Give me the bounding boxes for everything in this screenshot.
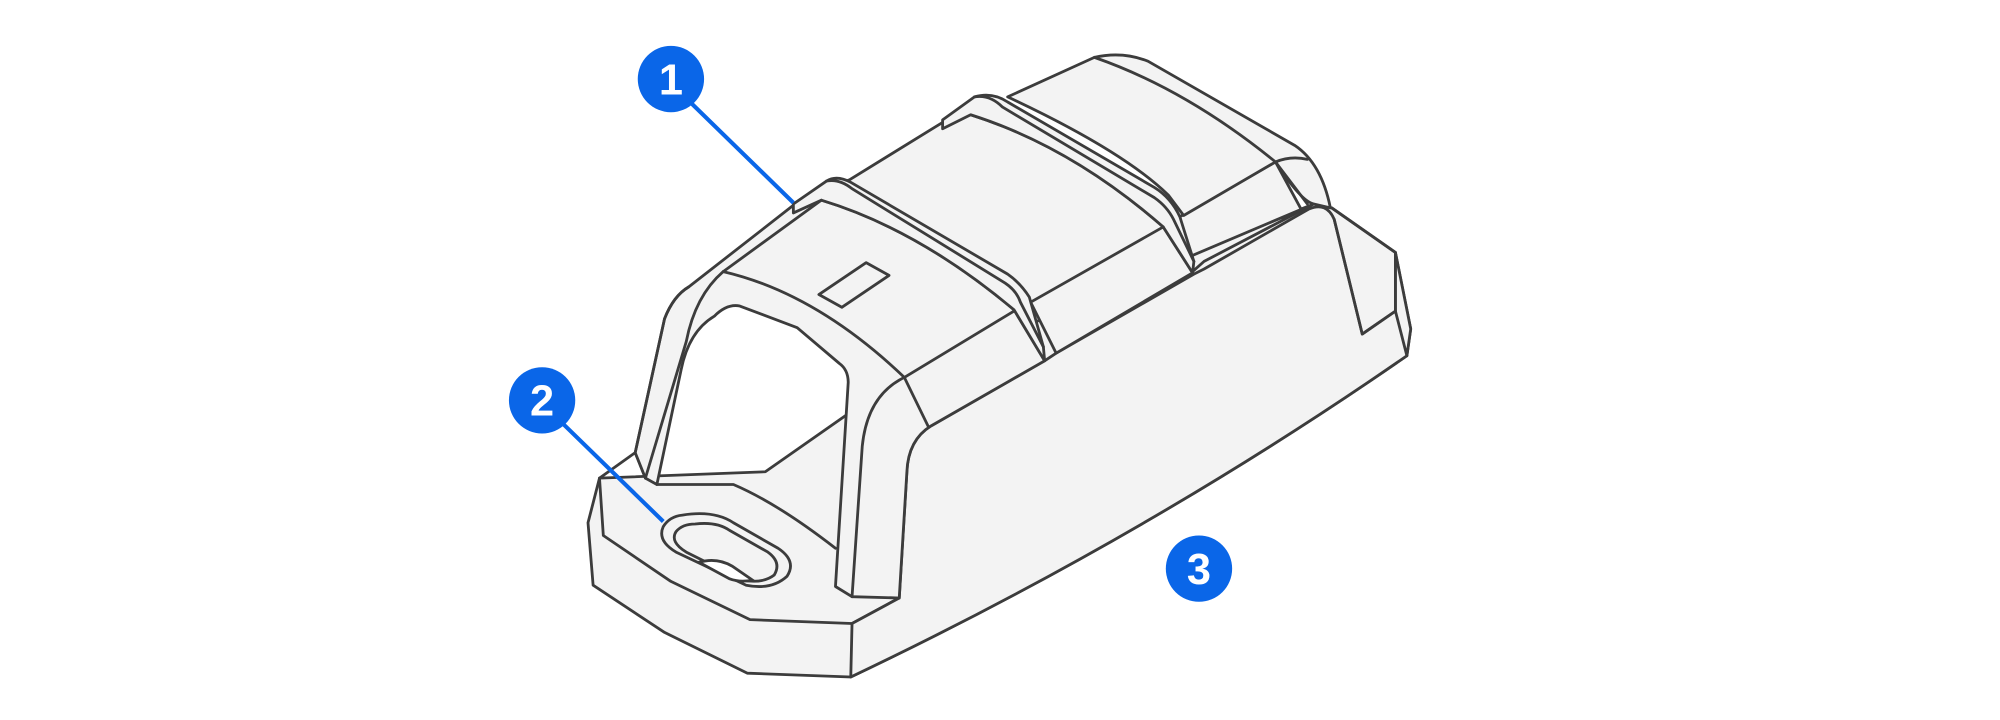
slot-inner-ring [672,522,779,583]
led-window [817,261,891,309]
second-rib-inner [973,95,1196,263]
badge-circle-icon [508,367,576,434]
front-cover-side-edge [902,309,1016,379]
rear-cover-front-edge [1274,156,1309,164]
front-cover-arch-outer [633,285,691,455]
front-rib-inner [825,179,1045,349]
front-rib [791,176,1047,363]
callout-badge-2: 2 [508,367,576,434]
front-recess-step [655,483,837,550]
badge-number: 2 [530,378,554,426]
rear-cover-ridge [1092,55,1309,206]
callout-2-leader [559,420,665,523]
badge-number: 1 [659,56,683,104]
badge-number: 3 [1187,546,1211,594]
body-right-end [1394,309,1409,358]
mounting-slot [660,512,792,588]
rear-cover [1006,53,1332,217]
front-cover-ridge [721,270,930,429]
callout-badge-3: 3 [1165,535,1233,602]
callout-1-leader [688,100,795,205]
badge-circle-icon [637,45,705,113]
second-rib [941,93,1196,275]
front-cover-lip [850,376,906,599]
badge-circle-icon [1165,535,1233,602]
front-cover-arch-inner [644,198,823,480]
slot-through-hole [695,559,757,583]
callout-badge-1: 1 [637,45,705,113]
middle-band-side [1029,225,1165,304]
rear-cover-top [1006,53,1332,217]
front-cover [633,176,1047,600]
